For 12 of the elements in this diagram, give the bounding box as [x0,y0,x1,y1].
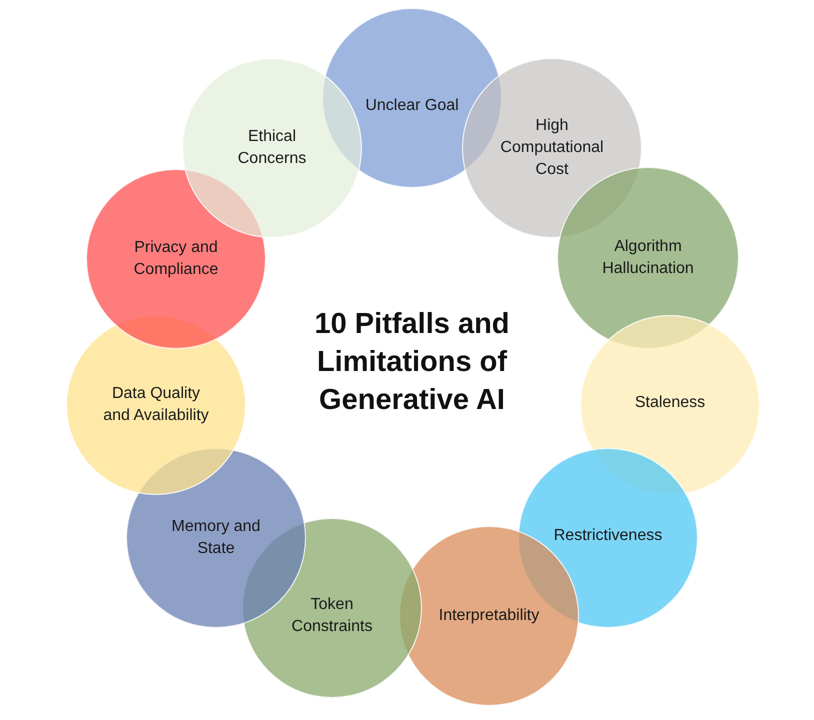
node-label: Data Quality and Availability [102,384,210,426]
diagram-title: 10 Pitfalls and Limitations of Generative AI [313,307,510,418]
node-label: Unclear Goal [364,96,460,116]
node-label: Privacy and Compliance [132,238,220,280]
node-label: Memory and State [170,517,262,559]
node-label: Restrictiveness [552,526,664,546]
node-label: High Computational Cost [499,116,605,180]
node-label: Interpretability [438,606,540,626]
node-label: Ethical Concerns [236,127,308,169]
node-label: Staleness [634,393,706,413]
node-label: Token Constraints [290,595,374,637]
node-label: Algorithm Hallucination [601,237,695,279]
